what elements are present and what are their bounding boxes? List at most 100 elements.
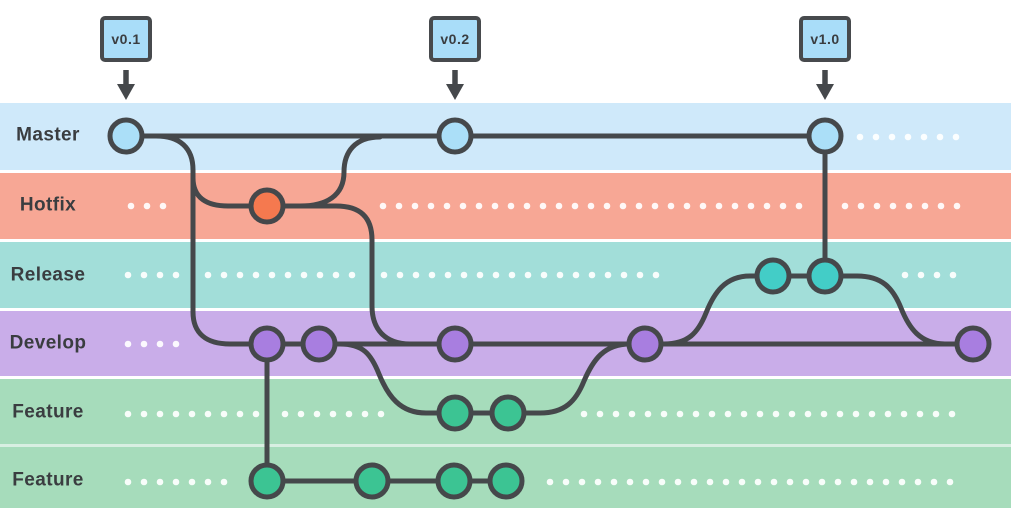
lane-dot-release bbox=[284, 271, 292, 279]
lane-dot-release bbox=[460, 271, 468, 279]
lane-dot-hotfix bbox=[889, 202, 897, 210]
commit-node-feature2 bbox=[435, 462, 473, 500]
lane-dot-feature bbox=[772, 410, 780, 418]
lane-dot-feature bbox=[596, 410, 604, 418]
version-tag-label: v0.1 bbox=[111, 31, 141, 47]
commit-node-feature2 bbox=[353, 462, 391, 500]
lane-dot-feature bbox=[329, 410, 337, 418]
lane-dot-release bbox=[524, 271, 532, 279]
lane-dot-feature2 bbox=[690, 478, 698, 486]
lane-label-hotfix: Hotfix bbox=[19, 194, 77, 216]
lane-dot-hotfix bbox=[159, 202, 167, 210]
lane-dot-hotfix bbox=[555, 202, 563, 210]
tag-arrow-head-icon bbox=[446, 84, 464, 100]
lane-dot-master bbox=[888, 133, 896, 141]
lane-dot-hotfix bbox=[603, 202, 611, 210]
lane-dot-hotfix bbox=[571, 202, 579, 210]
lane-dot-feature bbox=[612, 410, 620, 418]
lane-dot-feature bbox=[361, 410, 369, 418]
lane-dot-feature bbox=[740, 410, 748, 418]
lane-dot-develop bbox=[172, 340, 180, 348]
lane-dot-feature bbox=[788, 410, 796, 418]
lane-dot-feature2 bbox=[626, 478, 634, 486]
feature1-merge-develop bbox=[505, 341, 633, 416]
lane-dot-release bbox=[620, 271, 628, 279]
lane-dot-feature2 bbox=[546, 478, 554, 486]
lane-dot-feature2 bbox=[786, 478, 794, 486]
lane-dot-feature2 bbox=[722, 478, 730, 486]
lane-dot-feature2 bbox=[172, 478, 180, 486]
lane-dot-master bbox=[920, 133, 928, 141]
develop-to-feature1 bbox=[337, 341, 458, 416]
lane-dot-feature2 bbox=[930, 478, 938, 486]
lane-dot-feature2 bbox=[754, 478, 762, 486]
lane-dot-hotfix bbox=[683, 202, 691, 210]
lane-dot-release bbox=[156, 271, 164, 279]
version-tag-v1.0: v1.0 bbox=[799, 16, 851, 62]
lane-dot-feature bbox=[852, 410, 860, 418]
lane-dot-hotfix bbox=[731, 202, 739, 210]
feature-lane-divider bbox=[0, 444, 1011, 447]
lane-dot-hotfix bbox=[491, 202, 499, 210]
lane-dot-feature bbox=[377, 410, 385, 418]
lane-dot-feature2 bbox=[140, 478, 148, 486]
lane-dot-feature2 bbox=[914, 478, 922, 486]
lane-dot-release bbox=[380, 271, 388, 279]
lane-dot-feature bbox=[281, 410, 289, 418]
lane-dot-feature bbox=[580, 410, 588, 418]
lane-dot-hotfix bbox=[523, 202, 531, 210]
master-to-develop-line bbox=[153, 133, 976, 347]
lane-dot-feature bbox=[140, 410, 148, 418]
lane-dot-release bbox=[556, 271, 564, 279]
lane-dot-release bbox=[508, 271, 516, 279]
hotfix-merge-master bbox=[264, 134, 383, 209]
lane-dot-feature bbox=[660, 410, 668, 418]
lane-dot-feature bbox=[932, 410, 940, 418]
lane-dot-feature bbox=[916, 410, 924, 418]
lane-dot-master bbox=[952, 133, 960, 141]
lane-dot-release bbox=[412, 271, 420, 279]
lane-dot-feature bbox=[900, 410, 908, 418]
lane-dot-release bbox=[428, 271, 436, 279]
lane-label-feature-2: Feature bbox=[12, 469, 84, 491]
version-tag-v0.1: v0.1 bbox=[100, 16, 152, 62]
lane-dot-feature2 bbox=[834, 478, 842, 486]
lane-dot-feature bbox=[188, 410, 196, 418]
lane-dot-feature bbox=[948, 410, 956, 418]
version-tag-label: v0.2 bbox=[440, 31, 470, 47]
version-tag-v0.2: v0.2 bbox=[429, 16, 481, 62]
lane-dot-hotfix bbox=[443, 202, 451, 210]
lane-dot-feature bbox=[220, 410, 228, 418]
lane-dot-master bbox=[936, 133, 944, 141]
commit-node-hotfix bbox=[248, 187, 286, 225]
lane-dot-feature2 bbox=[204, 478, 212, 486]
develop-to-release bbox=[661, 273, 828, 347]
lane-dot-hotfix bbox=[699, 202, 707, 210]
commit-node-develop bbox=[626, 325, 664, 363]
lane-dot-master bbox=[904, 133, 912, 141]
version-tag-label: v1.0 bbox=[810, 31, 840, 47]
lane-dot-feature2 bbox=[594, 478, 602, 486]
lane-dot-release bbox=[204, 271, 212, 279]
lane-dot-feature2 bbox=[818, 478, 826, 486]
lane-dot-release bbox=[540, 271, 548, 279]
lane-dot-release bbox=[901, 271, 909, 279]
lane-dot-feature2 bbox=[642, 478, 650, 486]
lane-dot-feature bbox=[756, 410, 764, 418]
lane-dot-feature bbox=[297, 410, 305, 418]
lane-dot-release bbox=[572, 271, 580, 279]
lane-dot-feature2 bbox=[706, 478, 714, 486]
lane-dot-feature2 bbox=[882, 478, 890, 486]
lane-dot-feature2 bbox=[156, 478, 164, 486]
commit-node-develop bbox=[954, 325, 992, 363]
lane-dot-feature2 bbox=[562, 478, 570, 486]
commit-node-feature2 bbox=[487, 462, 525, 500]
lane-label-release: Release bbox=[10, 264, 86, 286]
lane-dot-feature2 bbox=[738, 478, 746, 486]
lane-dot-hotfix bbox=[651, 202, 659, 210]
hotfix-merge-develop bbox=[264, 203, 413, 347]
commit-node-develop bbox=[300, 325, 338, 363]
tag-arrow-head-icon bbox=[816, 84, 834, 100]
lane-dot-feature2 bbox=[188, 478, 196, 486]
